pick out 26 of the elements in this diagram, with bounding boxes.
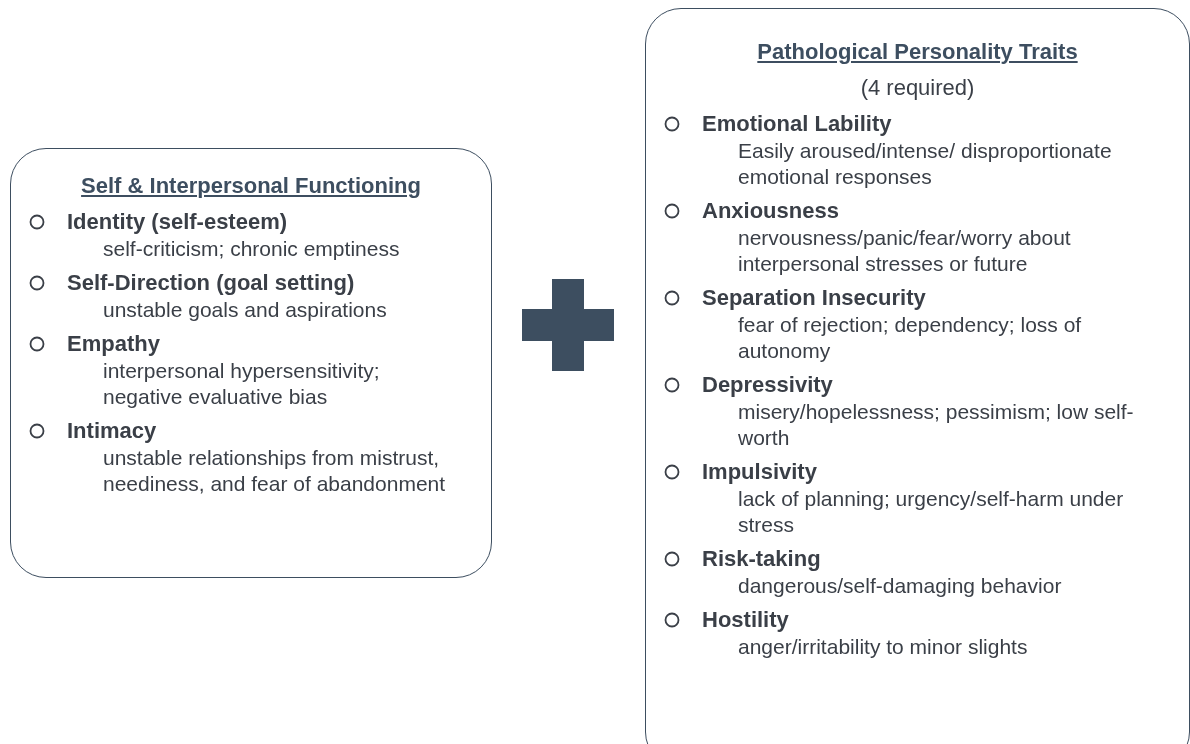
item-title: Self-Direction (goal setting) [67, 269, 355, 297]
item-description: interpersonal hypersensitivity; negative evaluative bias [103, 358, 381, 410]
item-title: Anxiousness [702, 197, 839, 225]
item-title: Separation Insecurity [702, 284, 926, 312]
item-title: Impulsivity [702, 458, 817, 486]
item-description: fear of rejection; dependency; loss of autonomy [738, 312, 1083, 364]
item-description: Easily aroused/intense/ disproportionate emotional responses [738, 138, 1113, 190]
item-title: Depressivity [702, 371, 833, 399]
item-title: Identity (self-esteem) [67, 208, 288, 236]
item-description: lack of planning; urgency/self-harm under stress [738, 486, 1125, 538]
item-description: nervousness/panic/fear/worry about interpersonal stresses or future [738, 225, 1072, 277]
item-title: Risk-taking [702, 545, 821, 573]
list-panel [10, 148, 492, 578]
item-description: self-criticism; chronic emptiness [103, 236, 400, 262]
item-title: Emotional Lability [702, 110, 892, 138]
panel-subtitle: (4 required) [860, 75, 975, 100]
item-description: anger/irritability to minor slights [738, 634, 1028, 660]
item-title: Empathy [67, 330, 160, 358]
panel-heading: Pathological Personality Traits [757, 39, 1078, 64]
item-title: Intimacy [67, 417, 157, 445]
item-description: dangerous/self-damaging behavior [738, 573, 1062, 599]
item-description: unstable goals and aspirations [103, 297, 387, 323]
panel-heading: Self & Interpersonal Functioning [81, 173, 421, 198]
item-title: Hostility [702, 606, 789, 634]
item-description: unstable relationships from mistrust, neediness, and fear of abandonment [103, 445, 447, 497]
item-description: misery/hopelessness; pessimism; low self-worth [738, 399, 1135, 451]
